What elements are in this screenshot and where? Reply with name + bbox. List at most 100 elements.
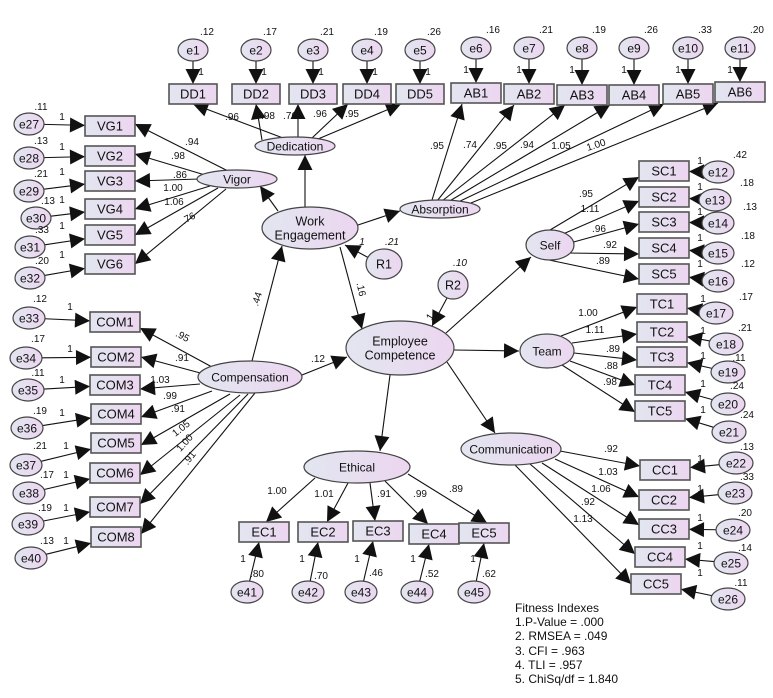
error-e19: e19 (710, 360, 746, 384)
loading-ec2: 1.01 (314, 489, 334, 500)
loading-com2: .91 (175, 353, 189, 364)
observed-dd3: DD3 (288, 83, 338, 105)
error-e38: e38 (12, 481, 46, 505)
error-ellipse (13, 146, 45, 170)
error-variance-e29: .21 (34, 169, 48, 180)
residual-fixed-r1: 1 (359, 237, 365, 248)
error-e21: e21 (711, 420, 747, 444)
error-e33: e33 (12, 306, 46, 330)
loading-comm-cc5 (514, 464, 632, 585)
fixed-loading-e29: 1 (59, 167, 65, 178)
observed-cc4: CC4 (634, 546, 686, 568)
error-e29: e29 (13, 179, 45, 203)
fitness-title: Fitness Indexes (515, 601, 600, 615)
fixed-loading-e37: 1 (63, 441, 69, 452)
error-path-e17 (686, 303, 704, 319)
loading-dedication-dd1 (192, 102, 284, 139)
fitness-indexes-panel: Fitness Indexes 1.P-Value = .000 2. RMSE… (515, 601, 618, 686)
latent-ellipse (196, 169, 278, 189)
fixed-loading-e5: 1 (425, 67, 431, 78)
error-label: e37 (16, 458, 36, 472)
loading-absorption-ab4 (447, 104, 611, 203)
observed-label: EC4 (421, 527, 446, 542)
error-e31: e31 (14, 235, 46, 259)
error-ellipse (344, 580, 378, 604)
error-label: e33 (19, 311, 39, 325)
loading-dedication-dd2 (251, 103, 266, 141)
error-e16: e16 (701, 269, 735, 293)
error-ellipse (14, 546, 48, 570)
loading-ec5: .89 (449, 484, 463, 495)
error-label: e32 (20, 271, 40, 285)
error-e35: e35 (11, 378, 45, 402)
fixed-loading-e36: 1 (59, 408, 65, 419)
fixed-loading-e45: 1 (470, 554, 476, 565)
fixed-loading-e30: 1 (59, 195, 65, 206)
error-variance-e24: .20 (738, 508, 752, 519)
latent-ellipse (345, 320, 455, 376)
observed-label: TC2 (650, 325, 675, 340)
fixed-loading-e18: 1 (700, 326, 706, 337)
observed-com5: COM5 (90, 432, 142, 454)
error-variance-e35: .11 (31, 368, 45, 379)
error-e39: e39 (11, 512, 45, 536)
observed-box (714, 81, 766, 103)
error-label: e43 (351, 585, 371, 599)
loading-vigor-vg4 (134, 185, 211, 212)
error-e45: e45 (457, 580, 491, 604)
error-variance-e28: .13 (34, 136, 48, 147)
observed-box (231, 83, 281, 105)
error-ellipse (457, 580, 491, 604)
latent-label: Absorption (411, 202, 468, 216)
observed-com6: COM6 (89, 462, 141, 484)
error-ellipse (715, 518, 751, 542)
observed-box (634, 546, 686, 568)
loading-comp-com7 (139, 393, 249, 505)
fixed-loading-e38: 1 (63, 470, 69, 481)
error-variance-e5: .26 (427, 27, 441, 38)
path-we-to-competence (339, 246, 366, 330)
observed-label: COM2 (97, 350, 135, 365)
error-ellipse (717, 481, 753, 505)
loading-vigor-vg1 (134, 123, 229, 172)
error-e32: e32 (14, 266, 46, 290)
error-e23: e23 (717, 481, 753, 505)
error-label: e36 (17, 421, 37, 435)
error-ellipse (20, 206, 52, 230)
error-e8: e8 (566, 36, 598, 60)
fixed-loading-e35: 1 (59, 375, 65, 386)
error-e7: e7 (513, 36, 545, 60)
latent-dedication: Dedication (254, 136, 336, 156)
latent-label: Self (540, 238, 561, 252)
error-label: e27 (19, 117, 39, 131)
loading-ab4: .94 (520, 140, 534, 151)
latent-ellipse (437, 270, 469, 300)
observed-label: SC5 (651, 267, 676, 282)
error-ellipse (708, 332, 744, 356)
observed-ab6: AB6 (714, 81, 766, 103)
loading-absorption-ab3 (441, 104, 566, 202)
error-ellipse (710, 360, 746, 384)
error-path-e29 (43, 178, 86, 194)
fixed-loading-e25: 1 (697, 541, 703, 552)
fitness-p-value: 1.P-Value = .000 (515, 615, 604, 630)
error-ellipse (240, 38, 272, 62)
observed-label: TC1 (650, 297, 675, 312)
error-label: e14 (708, 216, 728, 230)
error-ellipse (701, 241, 735, 265)
error-ellipse (710, 587, 746, 611)
error-variance-e37: .21 (33, 441, 47, 452)
latent-label: Compensation (211, 370, 288, 384)
observed-ab1: AB1 (450, 82, 502, 104)
error-path-e20 (684, 388, 713, 404)
observed-box (84, 145, 136, 167)
loading-self-sc3 (569, 220, 640, 244)
observed-ec4: EC4 (408, 523, 460, 545)
observed-box (556, 84, 608, 106)
error-variance-e14: .13 (743, 202, 757, 213)
fixed-loading-e7: 1 (516, 65, 522, 76)
latent-ellipse (519, 333, 575, 369)
observed-label: TC5 (648, 404, 673, 419)
observed-box (638, 263, 690, 285)
